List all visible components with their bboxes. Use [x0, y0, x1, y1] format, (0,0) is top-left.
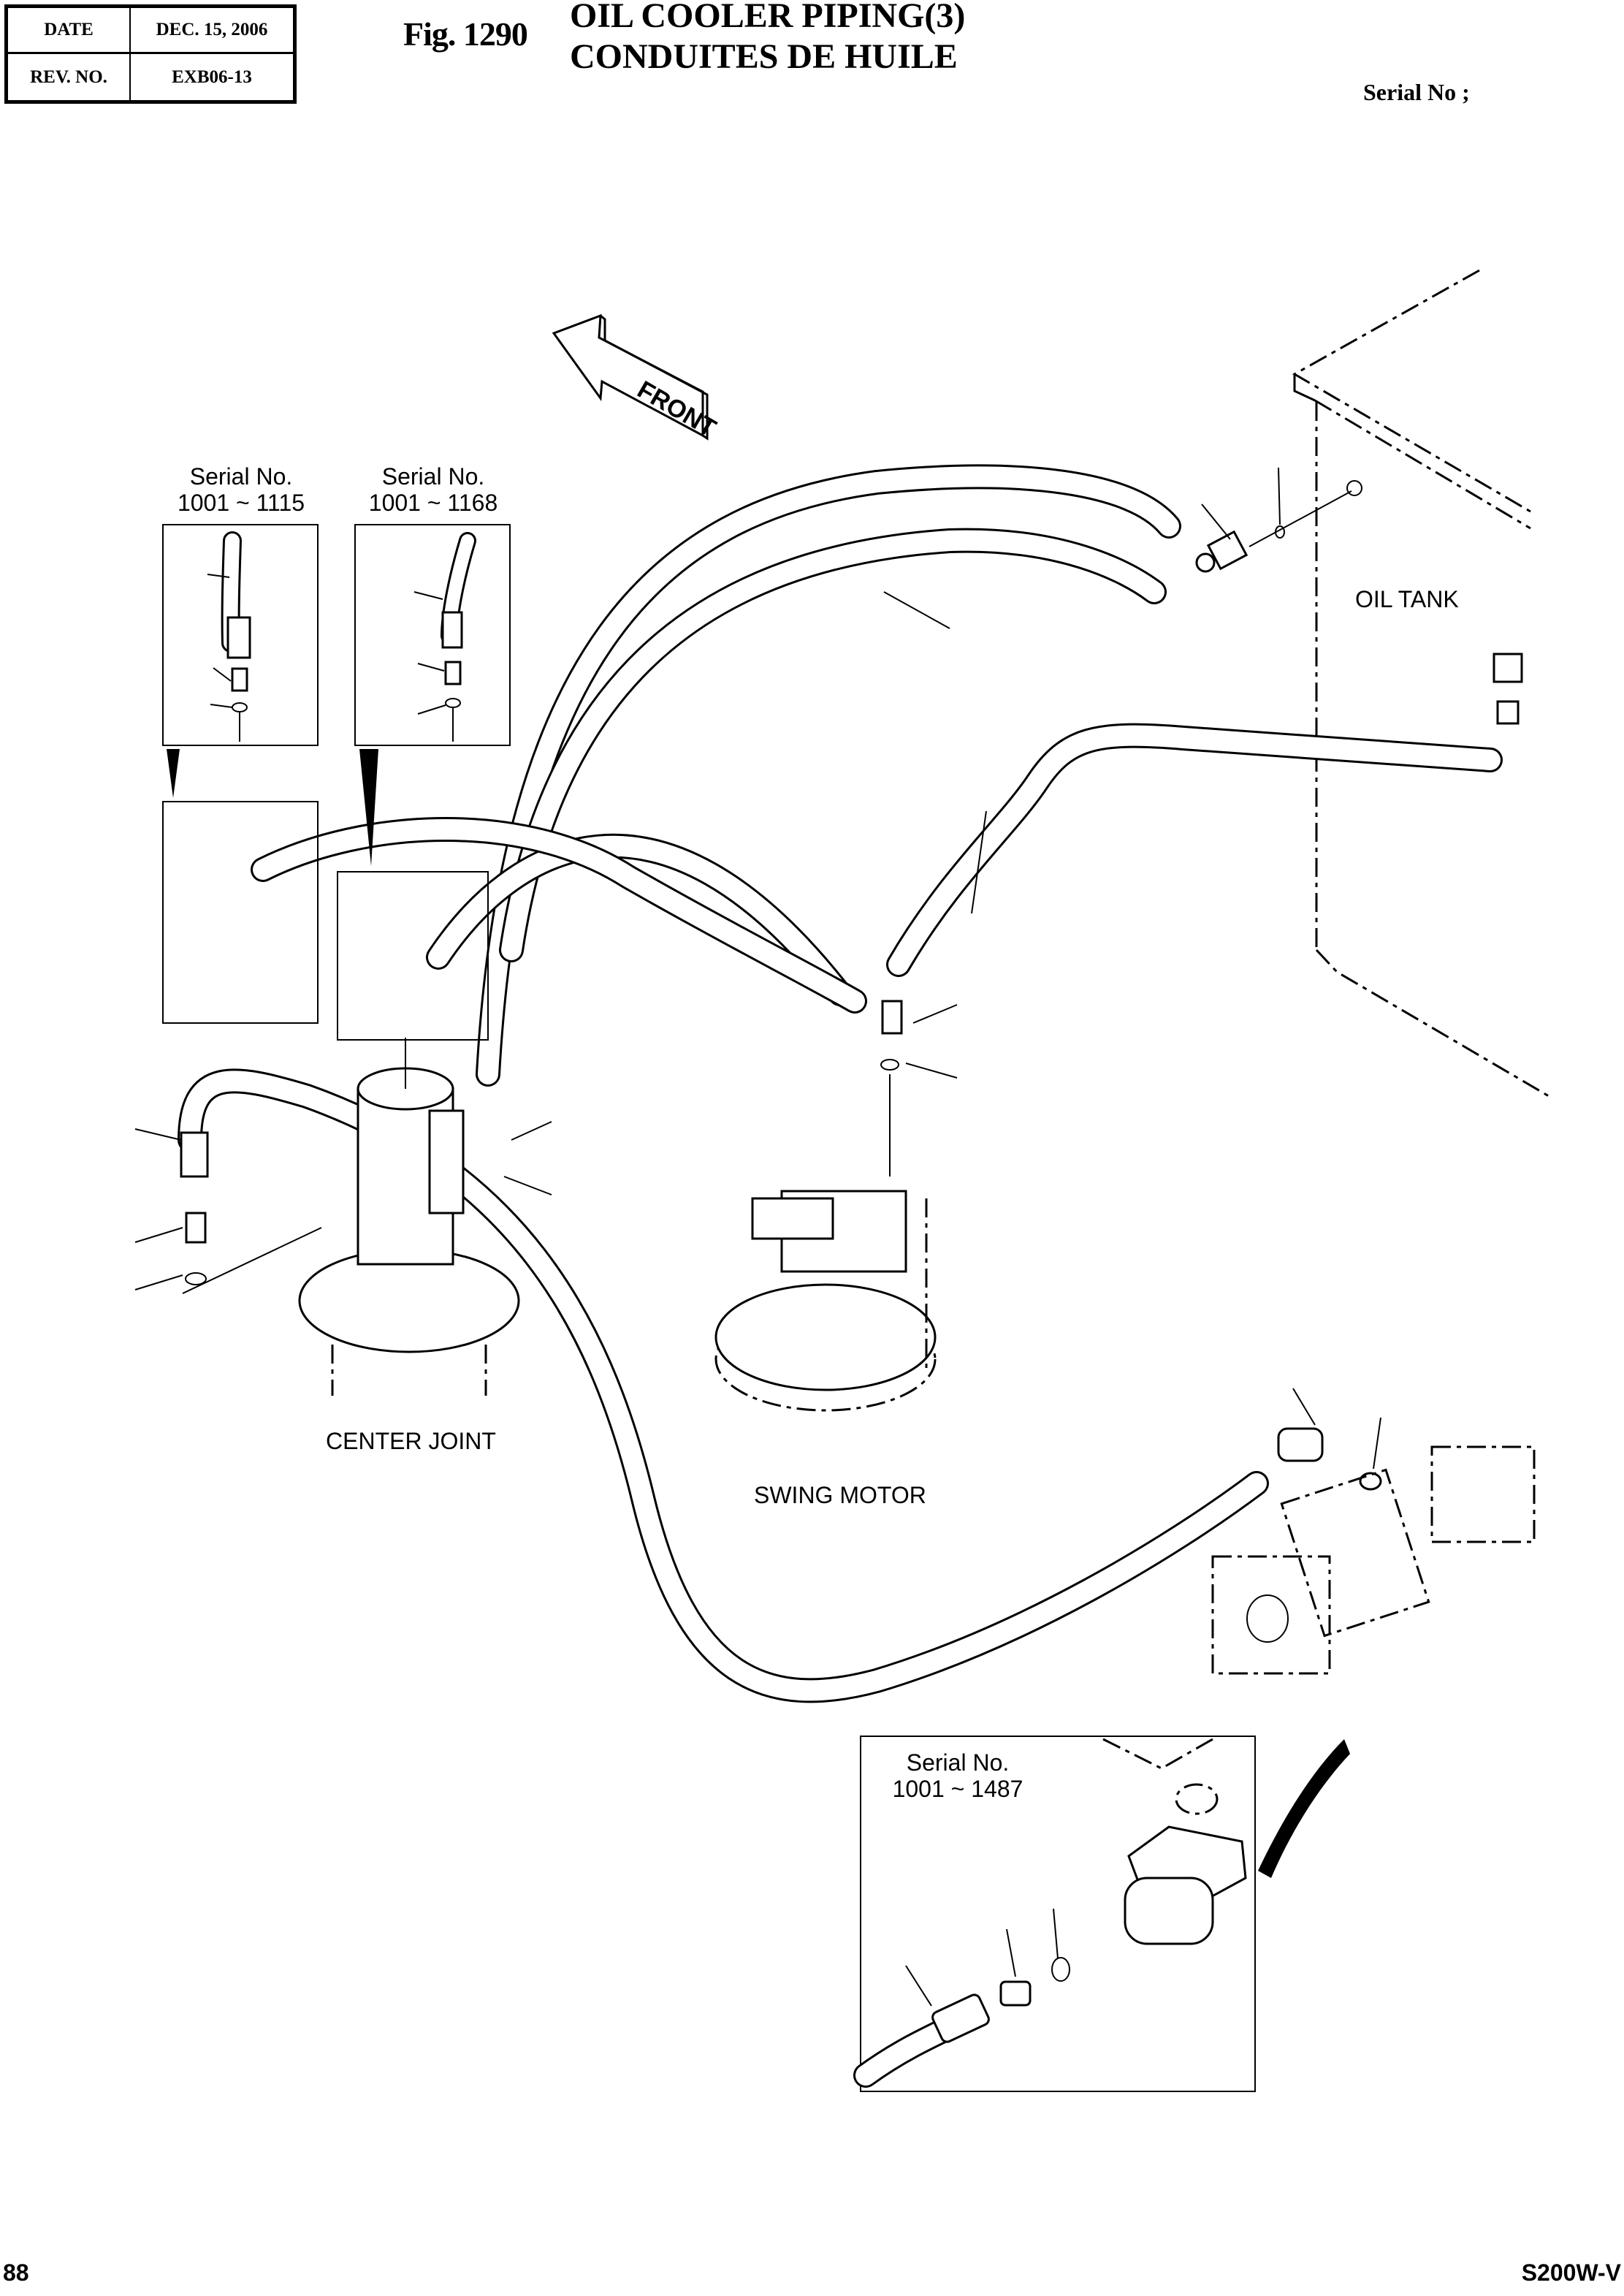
revision-table: DATE DEC. 15, 2006 REV. NO. EXB06-13	[4, 4, 297, 104]
title-french: CONDUITES DE HUILE	[570, 37, 958, 76]
page-number: 88	[3, 2259, 29, 2286]
date-label: DATE	[8, 8, 131, 54]
inset-2-title: Serial No.	[381, 463, 485, 490]
inset-boxes	[162, 524, 1350, 2092]
inset-3-parts	[853, 1738, 1247, 2088]
serial-number-label: Serial No ;	[1363, 79, 1470, 105]
rev-label: REV. NO.	[8, 54, 131, 100]
inset-3-range: 1001 ~ 1487	[892, 1776, 1023, 1802]
inset-2-parts	[413, 532, 476, 742]
swing-motor-drawing	[714, 1000, 937, 1412]
inset-label-1: Serial No. 1001 ~ 1115	[157, 463, 325, 516]
leader-lines	[134, 467, 1381, 1470]
figure-title: OIL COOLER PIPING(3) CONDUITES DE HUILE	[570, 0, 965, 77]
oil-tank-label: OIL TANK	[1355, 586, 1459, 612]
hose-lines	[178, 464, 1503, 1703]
rev-value: EXB06-13	[172, 66, 252, 87]
inset-2-range: 1001 ~ 1168	[368, 490, 498, 516]
date-value: DEC. 15, 2006	[131, 8, 293, 54]
inset-label-3: Serial No. 1001 ~ 1487	[874, 1749, 1042, 1802]
inset-1-title: Serial No.	[189, 463, 293, 490]
figure-number: Fig. 1290	[403, 15, 528, 53]
center-joint-label: CENTER JOINT	[326, 1428, 496, 1454]
center-joint-drawing	[180, 1038, 520, 1396]
inset-label-2: Serial No. 1001 ~ 1168	[349, 463, 517, 516]
oil-tank-fittings	[1195, 480, 1523, 725]
inset-1-parts	[207, 531, 251, 742]
oil-cooler-drawing	[1211, 1427, 1536, 1675]
model-name: S200W-V	[1521, 2259, 1621, 2286]
oil-tank-outline	[1292, 269, 1549, 1098]
inset-3-title: Serial No.	[906, 1749, 1010, 1776]
front-arrow-icon: FRONT	[552, 313, 721, 443]
swing-motor-label: SWING MOTOR	[754, 1482, 926, 1508]
title-english: OIL COOLER PIPING(3)	[570, 0, 966, 35]
inset-1-range: 1001 ~ 1115	[177, 490, 305, 516]
